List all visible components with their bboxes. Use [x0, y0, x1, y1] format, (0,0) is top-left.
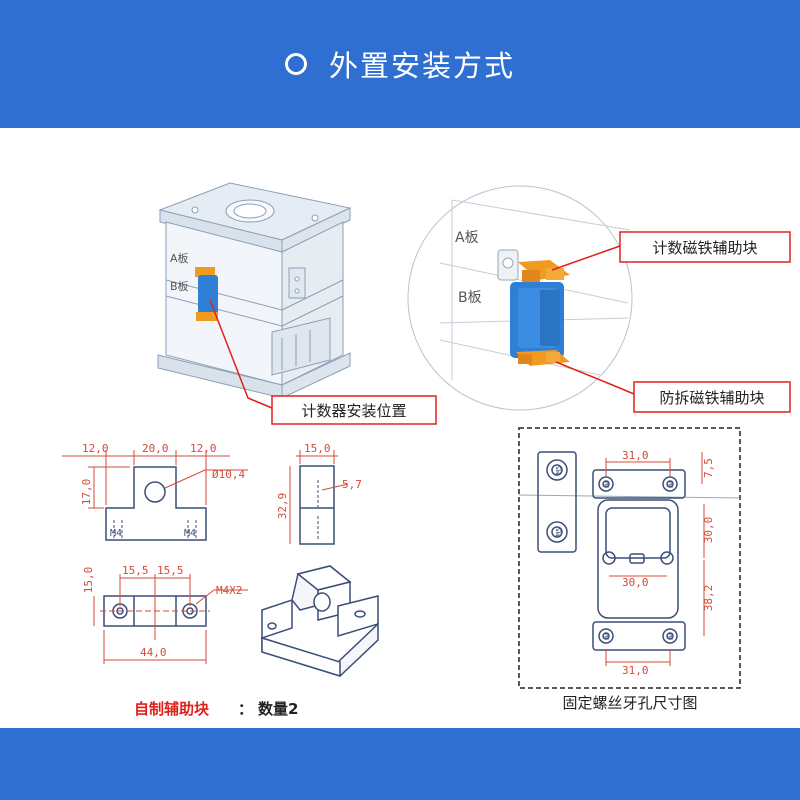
zoom-detail — [407, 185, 633, 411]
hole-dim-31-top: 31,0 — [622, 449, 649, 462]
thread-m4x2: M4X2 — [216, 584, 243, 597]
page-title: 外置安装方式 — [328, 49, 515, 83]
callout-line-magnet — [551, 245, 621, 271]
dim-15-left: 15,0 — [82, 567, 95, 594]
hole-drawing — [537, 451, 686, 651]
block-front-view — [105, 466, 207, 541]
hole-dim-30-vert: 30,0 — [702, 517, 715, 544]
dim-44: 44,0 — [140, 646, 167, 659]
counter-small — [195, 267, 218, 321]
callout-line-counter — [209, 299, 273, 409]
caption-self-made-block: 自制辅助块 — [134, 700, 210, 718]
thread-m4-d: M4 — [668, 632, 675, 640]
hole-dim-7-5: 7,5 — [702, 458, 715, 478]
callout-counter-position: 计数器安装位置 — [301, 402, 406, 420]
dim-12-left: 12,0 — [82, 442, 109, 455]
thread-m4-c: M4 — [604, 632, 611, 640]
callout-anti-tamper-block: 防拆磁铁辅助块 — [659, 389, 764, 407]
block-side-view — [299, 465, 335, 545]
top-dim-lines — [93, 574, 248, 664]
hole-dim-38-2: 38,2 — [702, 585, 715, 612]
dim-12-right: 12,0 — [190, 442, 217, 455]
hole-drawing-caption: 固定螺丝牙孔尺寸图 — [562, 694, 697, 712]
callout-box-magnet — [619, 231, 791, 263]
thread-m4-right: M4 — [184, 528, 196, 539]
dim-5-7: 5,7 — [342, 478, 362, 491]
dim-diameter: Ø10,4 — [212, 468, 245, 481]
mold-drawing — [157, 182, 352, 399]
dim-15-5-b: 15,5 — [157, 564, 184, 577]
thread-m4-b: M4 — [668, 480, 675, 488]
dim-15-5-a: 15,5 — [122, 564, 149, 577]
footer-band — [0, 728, 800, 800]
caption-colon: ： — [238, 700, 253, 718]
plate-a-label: A板 — [170, 251, 189, 265]
dim-32-9: 32,9 — [276, 493, 289, 520]
block-isometric — [261, 565, 379, 678]
dim-20: 20,0 — [142, 442, 169, 455]
hole-drawing-frame — [518, 427, 741, 689]
hole-dim-31-bottom: 31,0 — [622, 664, 649, 677]
callout-counter-magnet-block: 计数磁铁辅助块 — [652, 239, 757, 257]
parting-line — [518, 494, 741, 499]
callout-box-anti-tamper — [633, 381, 791, 413]
thread-m4-a: M4 — [604, 480, 611, 488]
side-dim-lines — [289, 450, 349, 544]
zoom-plate-a-label: A板 — [455, 230, 479, 246]
circle-icon — [284, 53, 307, 75]
plate-b-label: B板 — [170, 279, 189, 293]
hole-dim-lines — [605, 452, 705, 666]
zoom-plate-b-label: B板 — [458, 290, 482, 306]
hole-dim-30-horiz: 30,0 — [622, 576, 649, 589]
callout-line-anti-tamper — [555, 361, 635, 395]
dim-17: 17,0 — [80, 479, 93, 506]
thread-m5-bottom: M5 — [555, 528, 563, 536]
block-dim-lines — [62, 450, 248, 509]
thread-m5-top: M5 — [555, 466, 563, 474]
callout-box-counter — [271, 395, 437, 425]
header-banner: 外置安装方式 — [0, 0, 800, 128]
caption-quantity: 数量2 — [258, 700, 298, 718]
thread-m4-left: M4 — [110, 528, 122, 539]
dim-15-side: 15,0 — [304, 442, 331, 455]
